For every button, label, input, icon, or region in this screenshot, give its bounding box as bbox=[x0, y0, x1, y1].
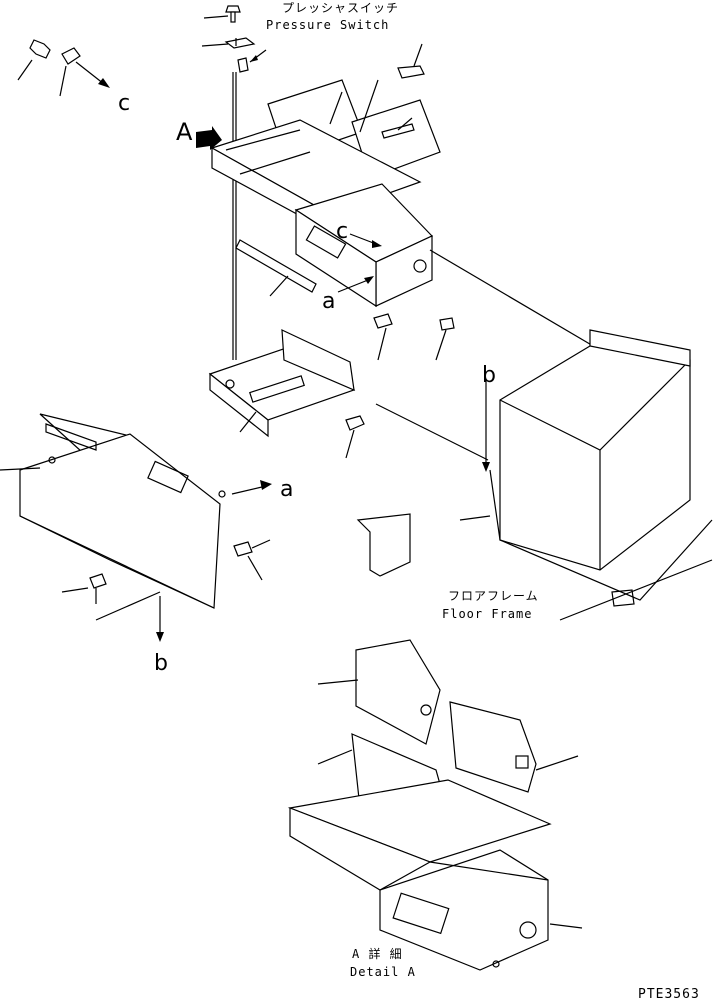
middle-bracket bbox=[208, 329, 489, 461]
callout-b-upper: b bbox=[482, 363, 496, 388]
callout-a-lower: a bbox=[280, 477, 293, 502]
callout-c-left: c bbox=[118, 91, 130, 116]
pressure-switch-label-ja: プレッシャスイッチ bbox=[282, 1, 399, 15]
floor-frame-label-en: Floor Frame bbox=[442, 607, 532, 621]
view-a-label: A bbox=[176, 118, 193, 146]
left-cover-plate bbox=[0, 413, 272, 642]
upper-panel-assembly bbox=[210, 79, 601, 351]
callout-b-lower: b bbox=[154, 651, 168, 676]
callout-c-right: c bbox=[336, 219, 348, 244]
fitting-group bbox=[17, 39, 110, 97]
bolt-group-upper bbox=[373, 43, 455, 361]
drawing-code: PTE3563 bbox=[638, 987, 700, 1002]
view-a-arrow: A bbox=[176, 118, 222, 150]
callout-a-box: a bbox=[322, 276, 374, 314]
detail-a-assembly bbox=[287, 639, 583, 971]
detail-a-label-en: Detail A bbox=[350, 965, 416, 979]
detail-a-label-ja: A 詳 細 bbox=[352, 946, 403, 961]
callout-c-box: c bbox=[336, 219, 382, 248]
pressure-switch-group bbox=[201, 5, 267, 360]
pressure-switch-label-en: Pressure Switch bbox=[266, 18, 389, 32]
callout-a-upper: a bbox=[322, 289, 335, 314]
floor-frame-label-ja: フロアフレーム bbox=[448, 589, 539, 603]
floor-frame bbox=[356, 329, 713, 621]
